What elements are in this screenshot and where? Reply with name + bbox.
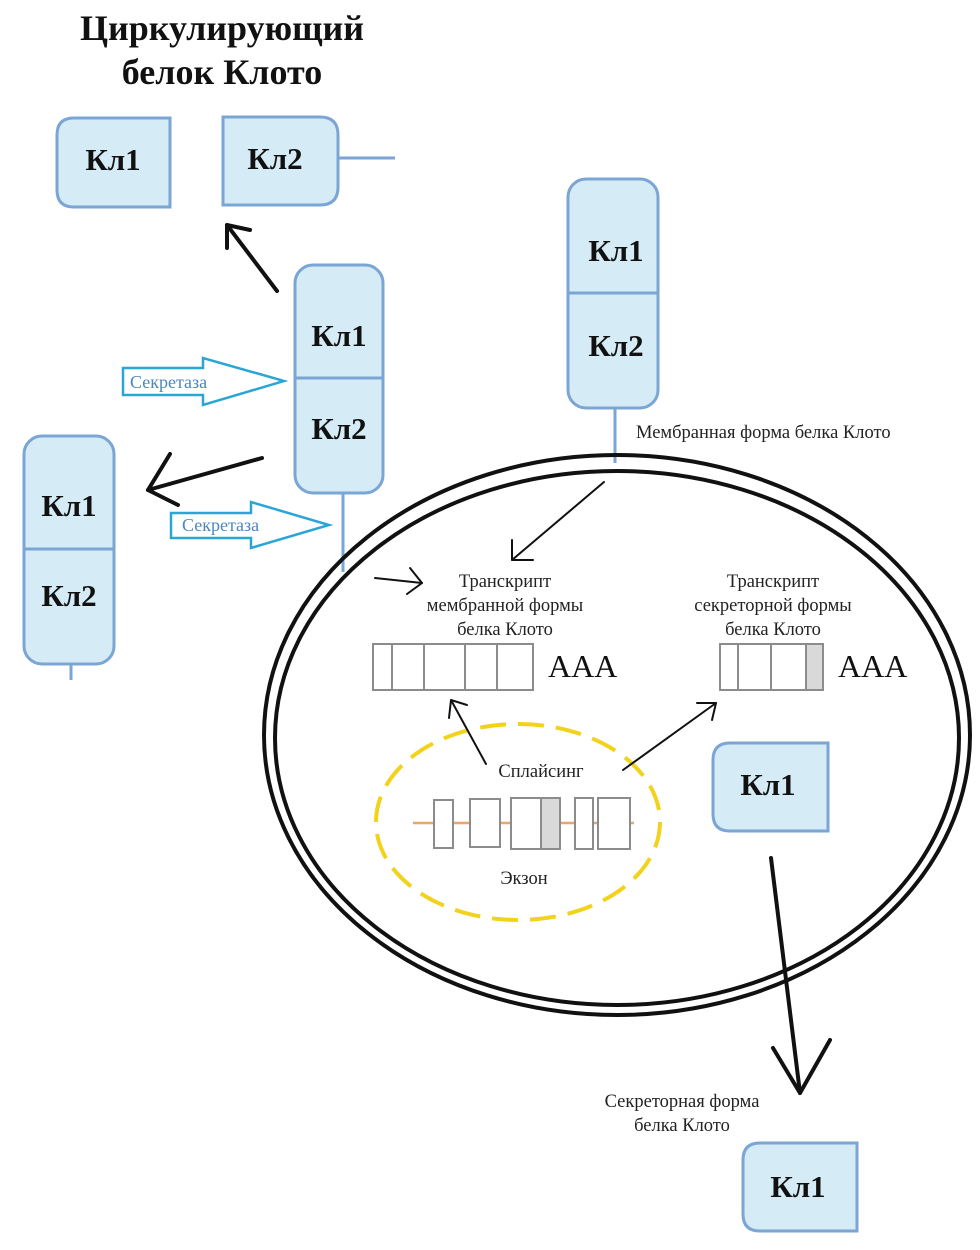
cell-membrane (262, 453, 972, 1017)
poly-a-tail: AAA (548, 648, 617, 684)
nucleus (374, 722, 662, 922)
kl1-label: Кл1 (41, 488, 96, 523)
splicing-arrow-membrane (448, 699, 487, 765)
kl1-label: Кл1 (85, 142, 140, 177)
circulating-kl1-domain: Кл1 (55, 116, 172, 209)
membrane-form-label: Мембранная форма белка Клото (636, 423, 891, 443)
transcript-secretory-line-3: белка Клото (725, 620, 821, 640)
entry-arrow (374, 567, 423, 595)
secretase-arrow-1: Секретаза (121, 356, 289, 407)
release-arrow-up (225, 223, 279, 293)
transcript-membrane-line-3: белка Клото (457, 620, 553, 640)
secretory-form-line-1: Секреторная форма (605, 1092, 760, 1112)
secretion-arrow (769, 856, 832, 1095)
gene-exons (413, 797, 634, 850)
secretase-label: Секретаза (130, 372, 207, 392)
secretase-arrow-2: Секретаза (169, 500, 334, 550)
kl2-label: Кл2 (311, 411, 366, 446)
kl2-label: Кл2 (588, 328, 643, 363)
title-line-1: Циркулирующий (80, 8, 364, 48)
secreted-kl1-domain: Кл1 (741, 1141, 859, 1233)
kl1-label: Кл1 (770, 1169, 825, 1204)
transcript-secretory-line-2: секреторной формы (694, 596, 851, 616)
kl1-label: Кл1 (740, 767, 795, 802)
exon-label: Экзон (500, 869, 547, 889)
release-arrow-left (146, 452, 264, 507)
secretory-form-line-2: белка Клото (634, 1116, 730, 1136)
shedding-klotho-protein: Кл1 Кл2 (293, 263, 385, 572)
transcript-secretory-line-1: Транскрипт (727, 572, 819, 592)
kl1-label: Кл1 (588, 233, 643, 268)
kl1-label: Кл1 (311, 318, 366, 353)
secretase-label: Секретаза (182, 515, 259, 535)
secretory-transcript: Транскрипт секреторной формы белка Клото… (694, 572, 907, 691)
splicing-arrow-secretory (622, 702, 717, 771)
membrane-klotho-protein: Кл1 Кл2 (566, 177, 660, 463)
splicing-label: Сплайсинг (498, 762, 584, 782)
transcript-membrane-line-1: Транскрипт (459, 572, 551, 592)
circulating-kl2-domain: Кл2 (221, 115, 395, 207)
intracellular-kl1-domain: Кл1 (711, 741, 830, 833)
internalization-arrow (511, 481, 605, 561)
title-line-2: белок Клото (122, 52, 322, 92)
kl2-label: Кл2 (247, 141, 302, 176)
released-klotho-protein: Кл1 Кл2 (22, 434, 116, 680)
kl2-label: Кл2 (41, 578, 96, 613)
membrane-transcript: Транскрипт мембранной формы белка Клото … (372, 572, 617, 691)
poly-a-tail: AAA (838, 648, 907, 684)
transcript-membrane-line-2: мембранной формы (427, 596, 583, 616)
